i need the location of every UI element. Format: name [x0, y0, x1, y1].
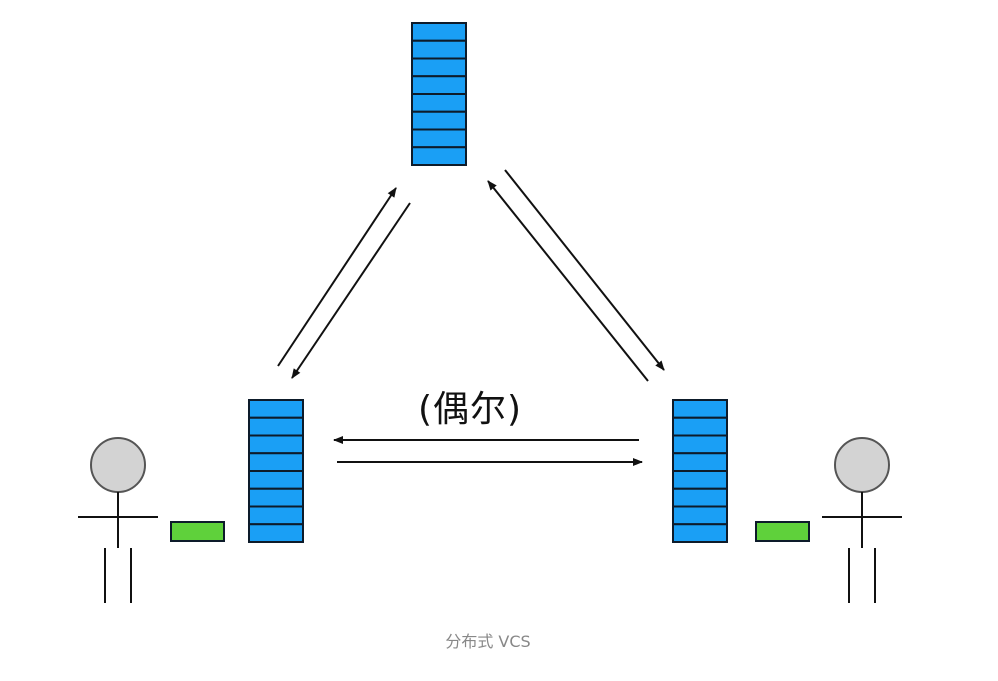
repository-slot: [411, 110, 467, 131]
repository-slot: [411, 146, 467, 166]
repository-slot: [248, 452, 304, 472]
repository-slot: [672, 399, 728, 419]
repository-slot: [248, 399, 304, 419]
right-repository: [672, 399, 728, 543]
left-working-copy: [170, 521, 225, 542]
repository-slot: [248, 523, 304, 543]
repository-slot: [672, 523, 728, 543]
left-person-icon: [78, 437, 158, 603]
repository-slot: [672, 452, 728, 472]
left-repository: [248, 399, 304, 543]
repository-slot: [672, 416, 728, 437]
diagram-caption: 分布式 VCS: [445, 632, 531, 651]
arrow-left-to-server: [277, 187, 397, 367]
arrow-server-to-left: [291, 202, 411, 379]
repository-slot: [672, 505, 728, 526]
repository-slot: [672, 487, 728, 508]
repository-slot: [411, 22, 467, 42]
arrow-server-to-right: [504, 169, 665, 371]
right-person-icon: [822, 437, 902, 603]
repository-slot: [248, 416, 304, 437]
repository-slot: [248, 505, 304, 526]
repository-slot: [411, 57, 467, 78]
repository-slot: [411, 93, 467, 113]
repository-slot: [411, 128, 467, 149]
repository-slot: [672, 470, 728, 490]
repository-slot: [672, 434, 728, 455]
arrow-right-to-server: [487, 180, 649, 382]
repository-slot: [248, 470, 304, 490]
repository-slot: [411, 75, 467, 95]
repository-slot: [248, 487, 304, 508]
repository-slot: [411, 39, 467, 60]
right-working-copy: [755, 521, 810, 542]
server-repository: [411, 22, 467, 166]
repository-slot: [248, 434, 304, 455]
occasional-sync-label: (偶尔): [418, 389, 523, 430]
